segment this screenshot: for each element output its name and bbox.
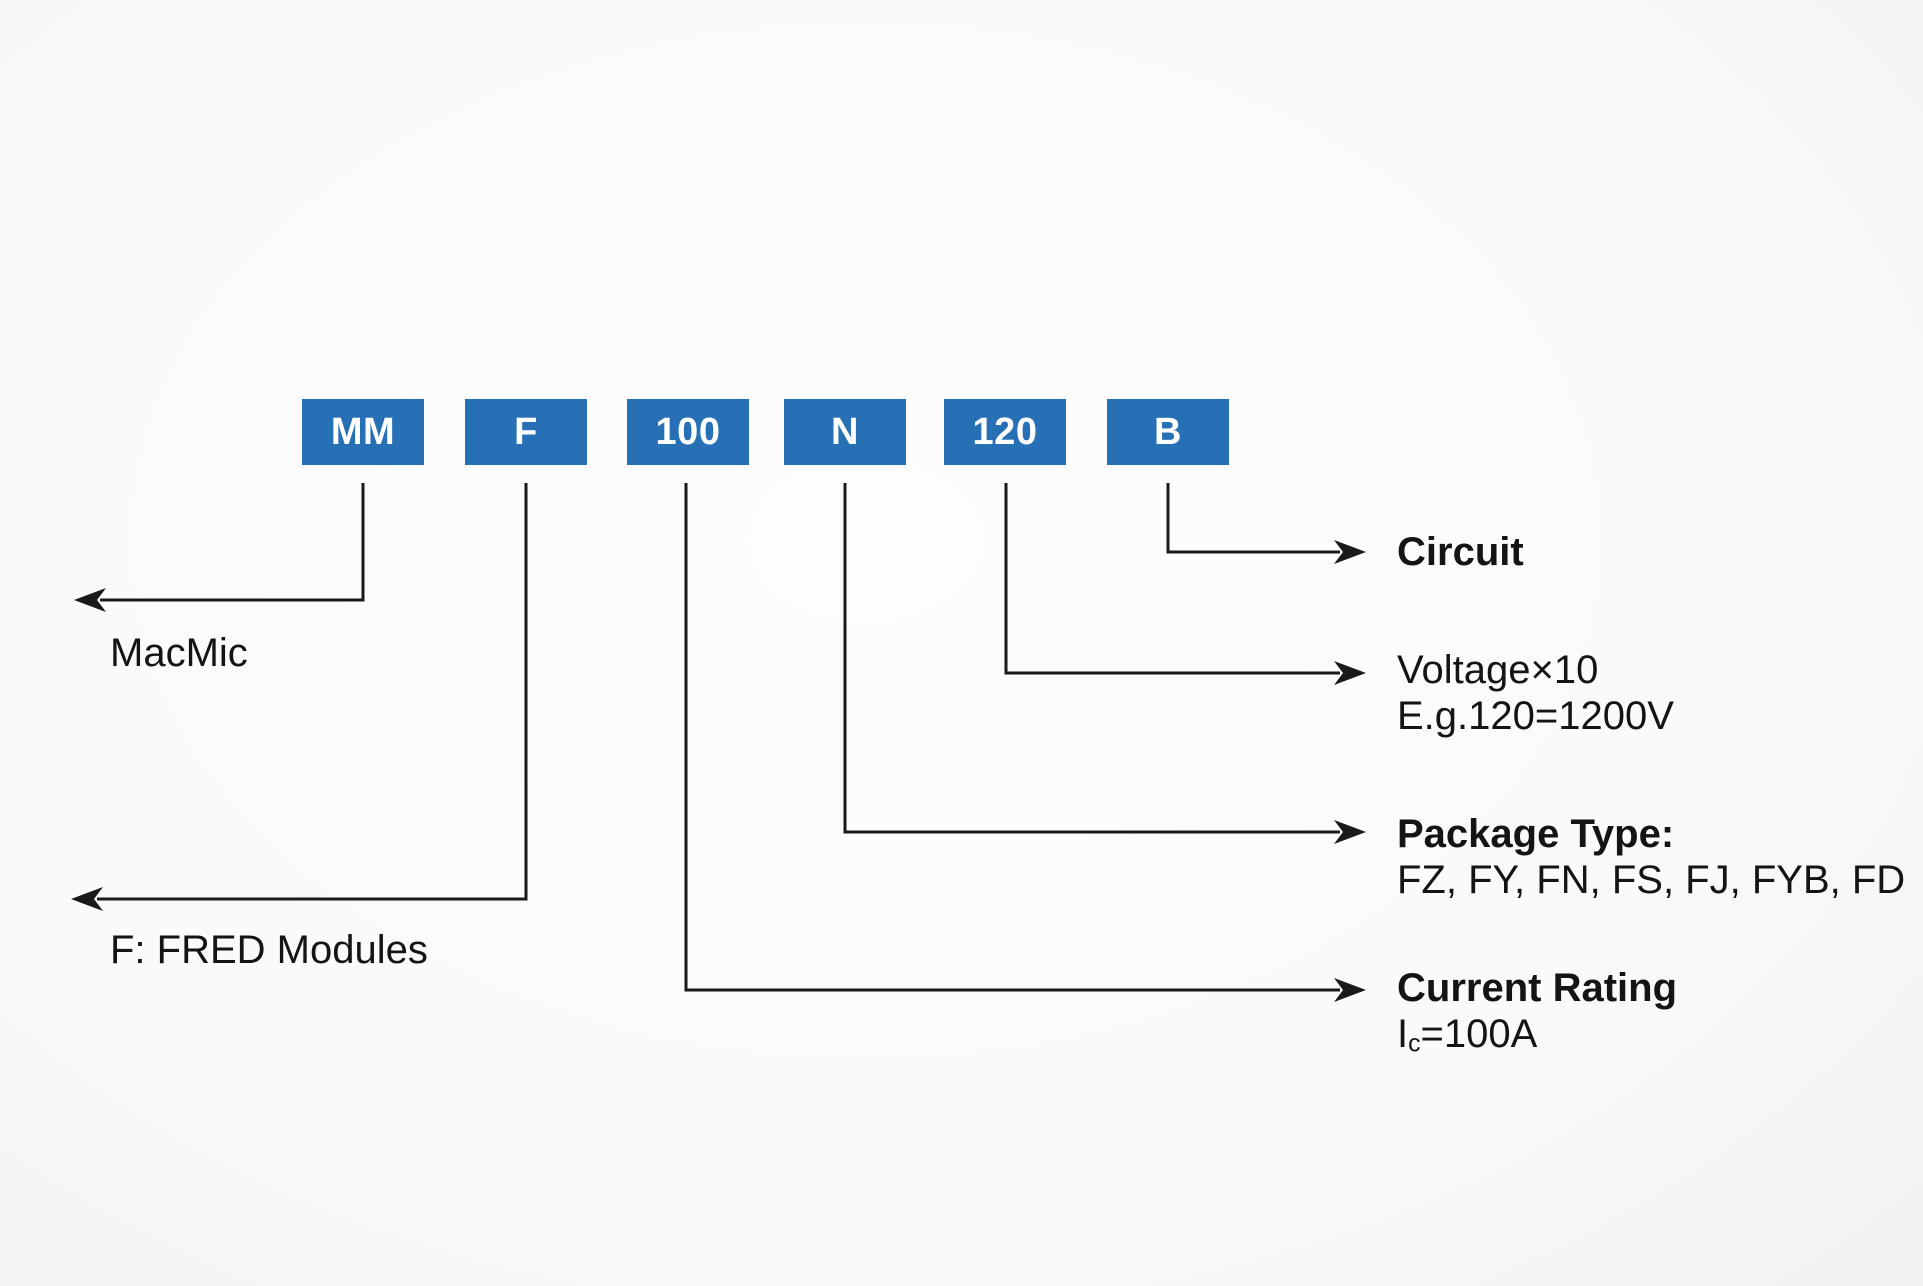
current-symbol: I [1397, 1012, 1409, 1056]
label-voltage: Voltage×10 E.g.120=1200V [1397, 647, 1674, 739]
package-type-options: FZ, FY, FN, FS, FJ, FYB, FD [1397, 858, 1906, 902]
label-package-type: Package Type: FZ, FY, FN, FS, FJ, FYB, F… [1397, 811, 1905, 903]
arrowhead-right-icon [1334, 661, 1366, 685]
connector-current [684, 483, 1340, 992]
voltage-example: E.g.120=1200V [1397, 694, 1674, 738]
series-text: F: FRED Modules [110, 928, 428, 972]
code-segment-circuit: B [1107, 399, 1229, 465]
arrowhead-right-icon [1334, 820, 1366, 844]
label-manufacturer: MacMic [110, 630, 248, 676]
arrowhead-right-icon [1334, 540, 1366, 564]
arrowhead-left-icon [74, 588, 106, 612]
connector-series [97, 483, 528, 901]
label-series: F: FRED Modules [110, 927, 428, 973]
code-segment-series: F [465, 399, 587, 465]
connector-package [843, 483, 1340, 834]
voltage-title: Voltage×10 [1397, 648, 1599, 692]
current-rating-value: Ic=100A [1397, 1011, 1677, 1057]
label-current-rating: Current Rating Ic=100A [1397, 965, 1677, 1057]
arrowhead-right-icon [1334, 978, 1366, 1002]
code-segment-mm: MM [302, 399, 424, 465]
code-segment-package: N [784, 399, 906, 465]
connector-circuit [1166, 483, 1340, 554]
current-rating-title: Current Rating [1397, 966, 1677, 1010]
circuit-title: Circuit [1397, 530, 1524, 574]
arrowhead-left-icon [71, 887, 103, 911]
connector-voltage [1004, 483, 1340, 675]
label-circuit: Circuit [1397, 529, 1524, 575]
package-type-title: Package Type: [1397, 812, 1675, 856]
current-value: =100A [1420, 1012, 1538, 1056]
code-segment-current: 100 [627, 399, 749, 465]
connector-manufacturer [100, 483, 365, 602]
code-segment-voltage: 120 [944, 399, 1066, 465]
current-symbol-subscript: c [1408, 1030, 1421, 1058]
manufacturer-text: MacMic [110, 631, 248, 675]
